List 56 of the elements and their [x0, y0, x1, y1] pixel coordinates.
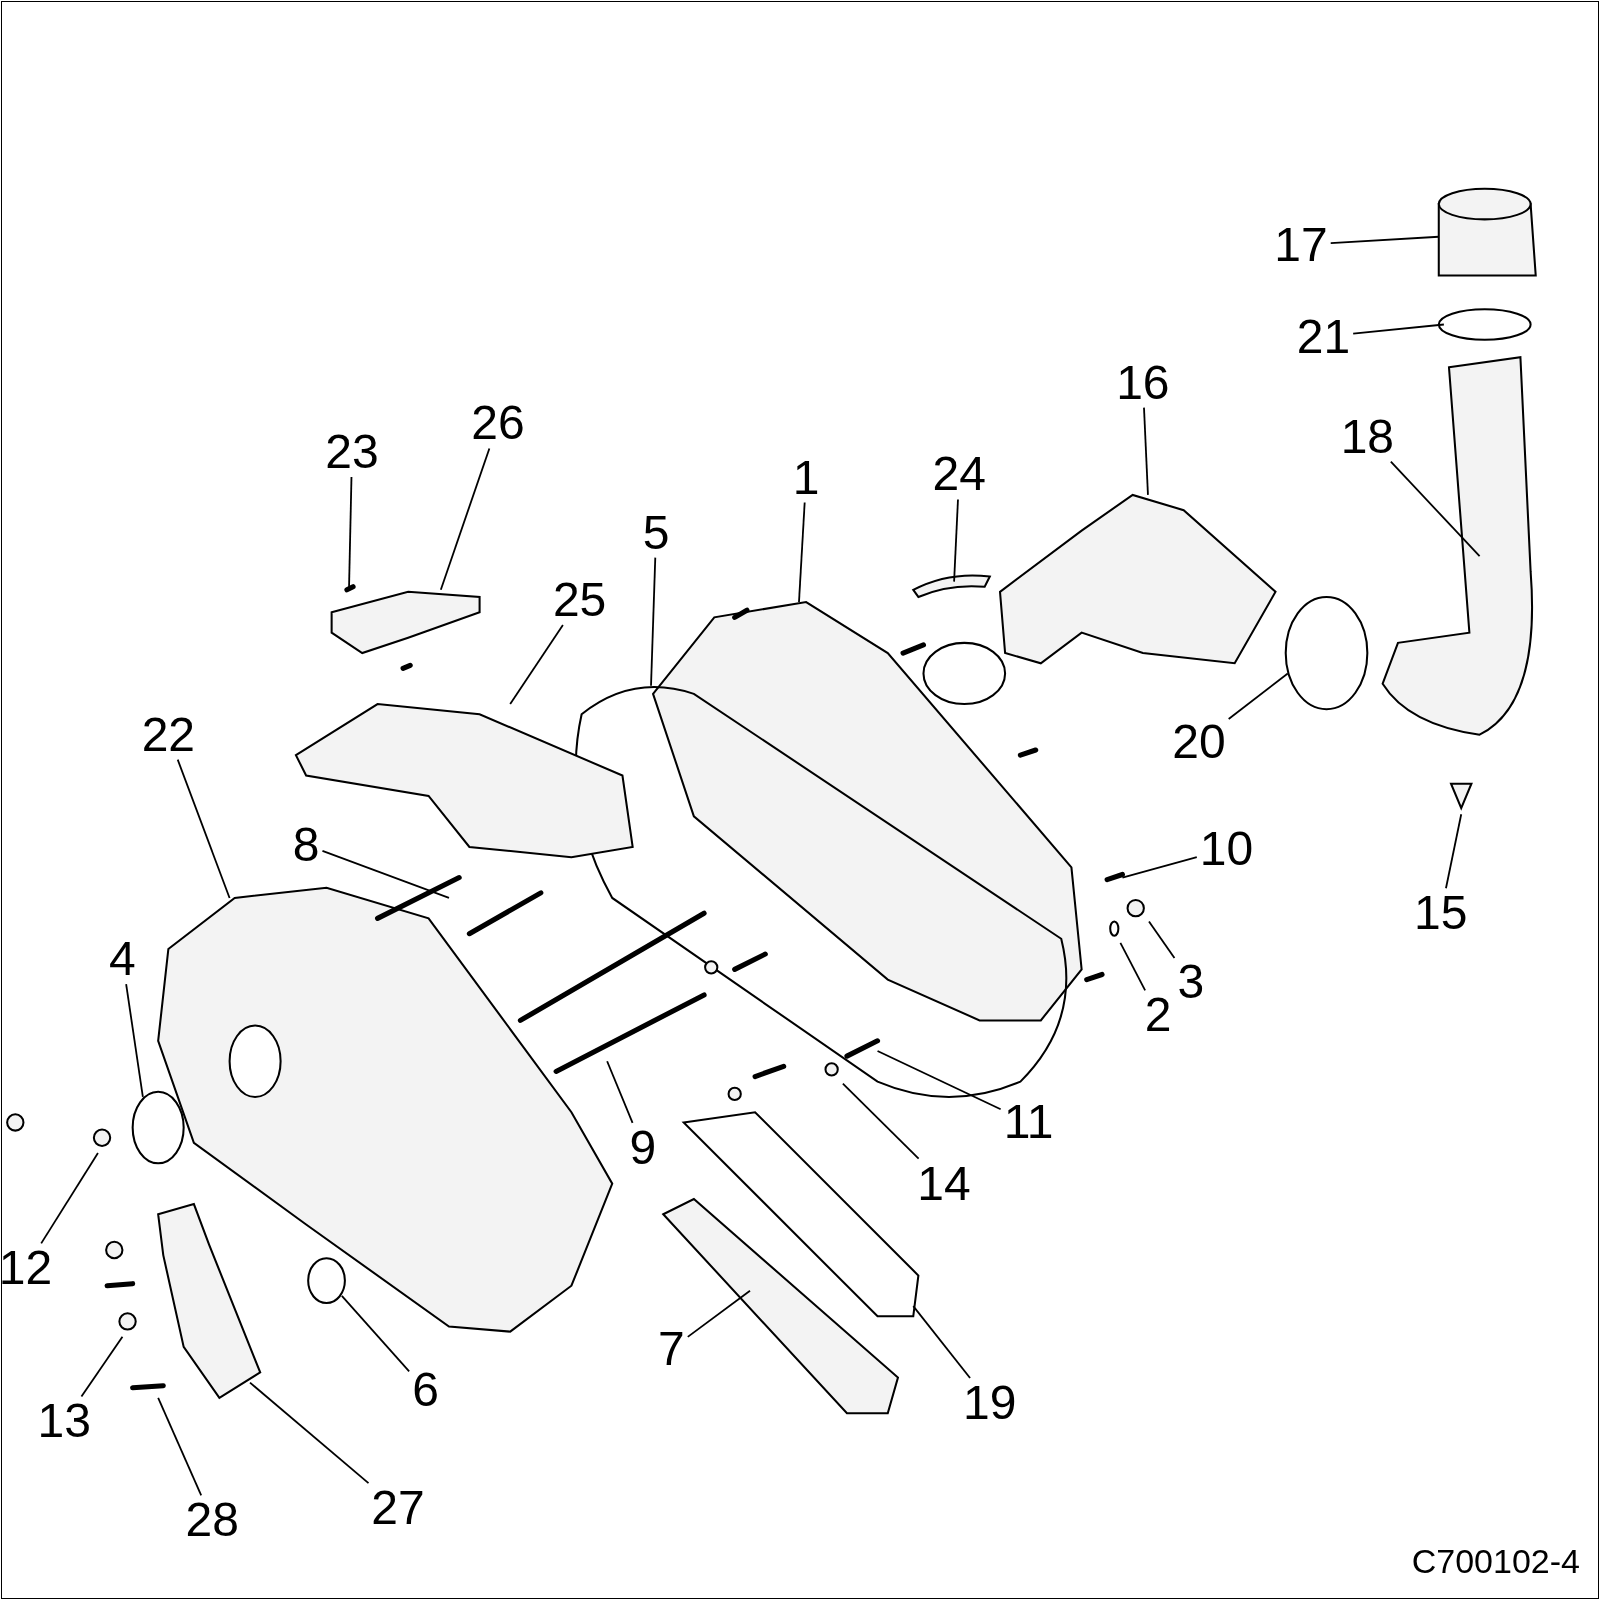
leader-line	[650, 556, 657, 687]
leader-line	[1119, 941, 1147, 992]
callout-number: 6	[412, 1365, 439, 1414]
callout-number: 21	[1296, 312, 1351, 361]
leader-line	[321, 850, 450, 899]
callout-number: 27	[371, 1484, 425, 1533]
leader-line	[1445, 813, 1463, 890]
callout-number: 8	[292, 820, 320, 869]
callout-number: 10	[1199, 824, 1254, 873]
leader-line	[1329, 235, 1440, 245]
leader-line	[798, 501, 806, 603]
callout-number: 20	[1172, 717, 1226, 766]
leader-line	[176, 758, 231, 899]
callout-number: 12	[0, 1244, 53, 1293]
drawing-number: C700102-4	[1411, 1544, 1580, 1578]
callout-number: 1	[792, 453, 820, 502]
leader-line	[606, 1060, 634, 1124]
callout-number: 24	[932, 450, 986, 499]
leader-line	[509, 624, 564, 705]
leader-line	[841, 1082, 920, 1160]
leader-line	[1143, 406, 1149, 496]
callout-number: 28	[185, 1496, 239, 1545]
leader-line	[80, 1335, 124, 1398]
callout-number: 3	[1177, 957, 1205, 1006]
leader-line	[912, 1305, 971, 1379]
callout-number: 15	[1414, 889, 1468, 938]
leader-line	[876, 1050, 1002, 1111]
leader-line	[157, 1397, 203, 1497]
leader-line	[40, 1152, 99, 1245]
callout-number: 26	[471, 399, 525, 448]
leader-line	[1389, 460, 1481, 557]
callout-number: 17	[1274, 220, 1328, 269]
callout-number: 2	[1144, 991, 1172, 1040]
callout-number: 23	[325, 428, 379, 477]
leader-line	[340, 1295, 411, 1373]
leader-line	[125, 983, 144, 1098]
leader-line	[1148, 920, 1176, 959]
leader-line	[1227, 672, 1289, 720]
callout-number: 22	[141, 710, 196, 759]
leader-line	[249, 1381, 370, 1485]
leader-line	[686, 1289, 751, 1338]
callout-number: 9	[629, 1123, 657, 1172]
leader-line	[439, 447, 491, 591]
callout-number: 19	[963, 1379, 1017, 1428]
callout-number: 16	[1116, 358, 1170, 407]
callout-number: 25	[552, 576, 607, 624]
callout-number: 11	[1003, 1098, 1054, 1147]
callout-number: 13	[37, 1397, 91, 1446]
callout-number: 14	[917, 1159, 971, 1208]
leader-line	[1352, 323, 1445, 335]
callout-number: 18	[1340, 412, 1395, 461]
leader-line	[953, 498, 959, 583]
leader-line	[1121, 856, 1198, 879]
callout-number: 4	[109, 935, 136, 984]
callout-number: 7	[658, 1324, 685, 1373]
callout-number: 5	[642, 508, 670, 557]
